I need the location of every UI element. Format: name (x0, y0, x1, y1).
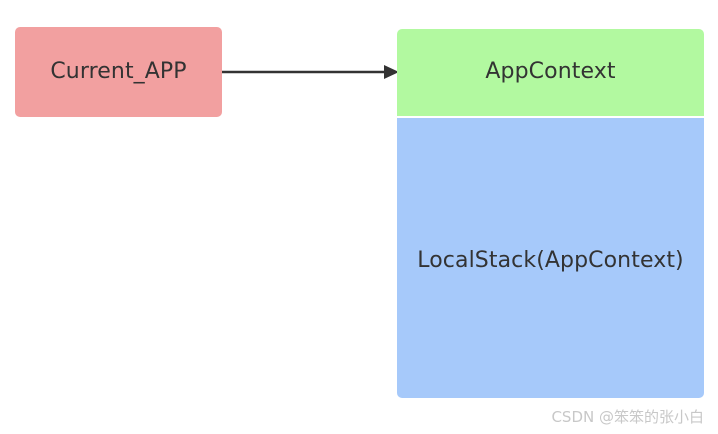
node-localstack[interactable]: LocalStack(AppContext) (397, 118, 704, 398)
node-appcontext[interactable]: AppContext (397, 29, 704, 116)
arrow-current-app-to-appcontext (222, 58, 400, 86)
arrow-icon (222, 65, 399, 79)
watermark: CSDN @笨笨的张小白 (551, 408, 704, 426)
node-current-app-label: Current_APP (50, 58, 187, 84)
node-appcontext-label: AppContext (485, 59, 616, 85)
node-current-app[interactable]: Current_APP (15, 27, 222, 117)
node-localstack-label: LocalStack(AppContext) (417, 248, 684, 273)
